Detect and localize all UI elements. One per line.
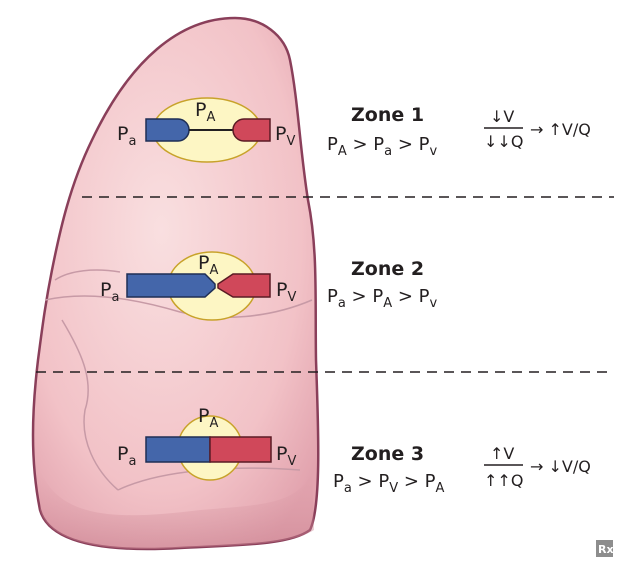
lung-fissure xyxy=(44,269,313,491)
pA-label: PA xyxy=(198,252,218,278)
rx-logo-icon: Rx xyxy=(596,540,614,557)
zone3-relation: Pa > PV > PA xyxy=(333,471,445,496)
pa-label: Pa xyxy=(117,443,136,469)
arterial-segment xyxy=(145,436,211,463)
zone1-vq-result: → ↑V/Q xyxy=(530,120,591,139)
svg-text:Rx: Rx xyxy=(598,543,614,556)
lung-base-shading xyxy=(40,470,314,550)
pa-label: Pa xyxy=(117,123,136,149)
zone1-vessel: Pa PA PV xyxy=(117,97,295,163)
zone3-vessel: Pa PA PV xyxy=(117,405,296,481)
zone2-relation: Pa > PA > Pv xyxy=(327,286,438,311)
zone1-title: Zone 1 xyxy=(351,104,424,126)
pv-label: PV xyxy=(276,443,296,469)
pA-label: PA xyxy=(198,405,218,431)
zone2-vessel: Pa PA PV xyxy=(100,251,296,321)
zone3-vq-numerator: ↑V xyxy=(490,444,514,463)
pA-label: PA xyxy=(195,99,215,125)
arterial-segment xyxy=(145,118,190,142)
venous-segment xyxy=(232,118,271,142)
arterial-segment xyxy=(126,273,216,298)
zone3-vq: ↑V ↑↑Q → ↓V/Q xyxy=(484,444,591,490)
zone1-vq-denominator: ↓↓Q xyxy=(484,132,523,151)
venous-segment xyxy=(217,273,271,298)
pv-label: PV xyxy=(276,279,296,305)
zone1-vq: ↓V ↓↓Q → ↑V/Q xyxy=(484,107,591,151)
zone3-vq-denominator: ↑↑Q xyxy=(484,471,523,490)
venous-segment xyxy=(209,436,272,463)
zone3-vq-result: → ↓V/Q xyxy=(530,457,591,476)
zone2-title: Zone 2 xyxy=(351,258,424,280)
pv-label: PV xyxy=(275,123,295,149)
zone1-relation: PA > Pa > Pv xyxy=(327,134,438,159)
zone1-vq-numerator: ↓V xyxy=(490,107,514,126)
zone3-title: Zone 3 xyxy=(351,443,424,465)
pa-label: Pa xyxy=(100,279,119,305)
